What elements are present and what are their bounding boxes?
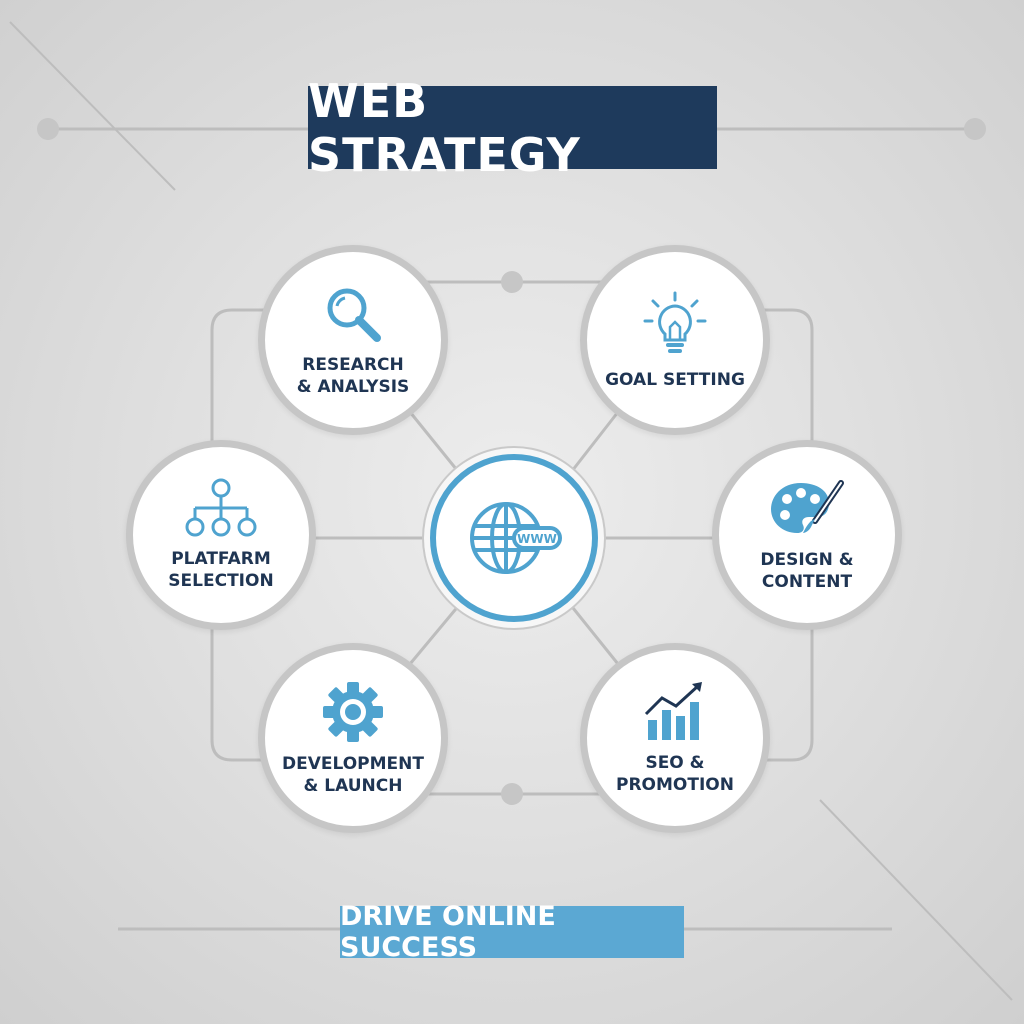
lightbulb-icon <box>643 291 707 353</box>
node-label-line1: SEO & <box>645 753 705 773</box>
title-dot-right <box>964 118 986 140</box>
node-label-line1: DESIGN & CONTENT <box>760 550 854 592</box>
frame-dot-top <box>501 271 523 293</box>
node-label-line1: RESEARCH <box>302 355 404 375</box>
globe-www-icon: WWW <box>470 502 562 574</box>
www-label: WWW <box>517 532 557 546</box>
frame-dot-bottom <box>501 783 523 805</box>
node-goal-setting[interactable]: GOAL SETTING <box>580 245 770 435</box>
title-dot-left <box>37 118 59 140</box>
center-hub[interactable]: WWW <box>430 454 598 622</box>
node-label-line2: & LAUNCH <box>303 776 403 796</box>
gear-icon <box>323 682 383 742</box>
magnifier-icon <box>327 288 381 342</box>
decor-diagonal-bottom-right <box>819 799 1013 1001</box>
node-platform-selection[interactable]: PLATFARM SELECTION <box>126 440 316 630</box>
footer-banner: DRIVE ONLINE SUCCESS <box>340 901 684 963</box>
node-design-content[interactable]: DESIGN & CONTENT <box>712 440 902 630</box>
node-label-line2: & ANALYSIS <box>296 377 410 397</box>
node-label-line1: GOAL SETTING <box>605 370 745 390</box>
palette-brush-icon <box>771 480 844 533</box>
growth-chart-icon <box>644 682 702 740</box>
decor-diagonal-top-left <box>9 21 176 191</box>
hierarchy-icon <box>185 478 257 537</box>
node-seo-promotion[interactable]: SEO & PROMOTION <box>580 643 770 833</box>
node-label-line2: PROMOTION <box>616 775 734 795</box>
node-label-line1: PLATFARM <box>171 549 271 569</box>
node-label-line2: SELECTION <box>168 571 274 591</box>
node-development-launch[interactable]: DEVELOPMENT & LAUNCH <box>258 643 448 833</box>
page-title: WEB STRATEGY <box>308 74 717 182</box>
node-research-analysis[interactable]: RESEARCH & ANALYSIS <box>258 245 448 435</box>
node-label-line1: DEVELOPMENT <box>282 754 424 774</box>
